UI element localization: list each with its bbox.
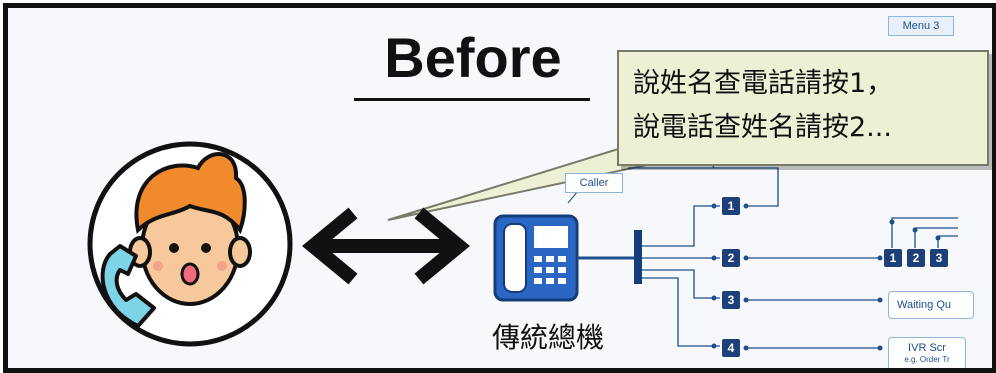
menu-option-2: 2 <box>722 249 740 267</box>
slide-frame: Before Menu 3 Caller 1 2 3 4 1 2 3 Waiti… <box>3 3 996 373</box>
desk-phone-icon <box>493 214 579 302</box>
speech-line-2: 說電話查姓名請按2... <box>633 112 892 143</box>
ivr-sublabel: e.g. Order Tr <box>904 355 950 364</box>
phone-handset-icon <box>100 244 156 328</box>
ivr-label: IVR Scr <box>908 342 946 354</box>
slide-title: Before <box>384 26 562 89</box>
speech-bubble: 說姓名查電話請按1， 說電話查姓名請按2... <box>617 50 989 166</box>
menu-option-4: 4 <box>722 339 740 357</box>
sub-key-1: 1 <box>884 249 902 267</box>
speech-line-1: 說姓名查電話請按1， <box>633 68 894 99</box>
title-underline <box>354 98 590 101</box>
waiting-queue-box: Waiting Qu <box>888 291 974 319</box>
pbx-label: 傳統總機 <box>491 321 604 354</box>
caller-avatar-icon <box>87 141 293 347</box>
menu-tag: Menu 3 <box>888 16 954 36</box>
hair-shape <box>134 152 247 235</box>
branch-lines <box>628 167 958 349</box>
sub-key-2: 2 <box>907 249 925 267</box>
ivr-box: IVR Scr e.g. Order Tr <box>888 337 966 368</box>
diagram-canvas <box>87 141 958 351</box>
caller-tag: Caller <box>565 173 623 193</box>
speech-bubble-text: 說姓名查電話請按1， 說電話查姓名請按2... <box>633 62 893 150</box>
menu-option-3: 3 <box>722 291 740 309</box>
double-arrow-icon <box>302 207 470 285</box>
menu-option-1: 1 <box>722 197 740 215</box>
sub-key-3: 3 <box>930 249 948 267</box>
